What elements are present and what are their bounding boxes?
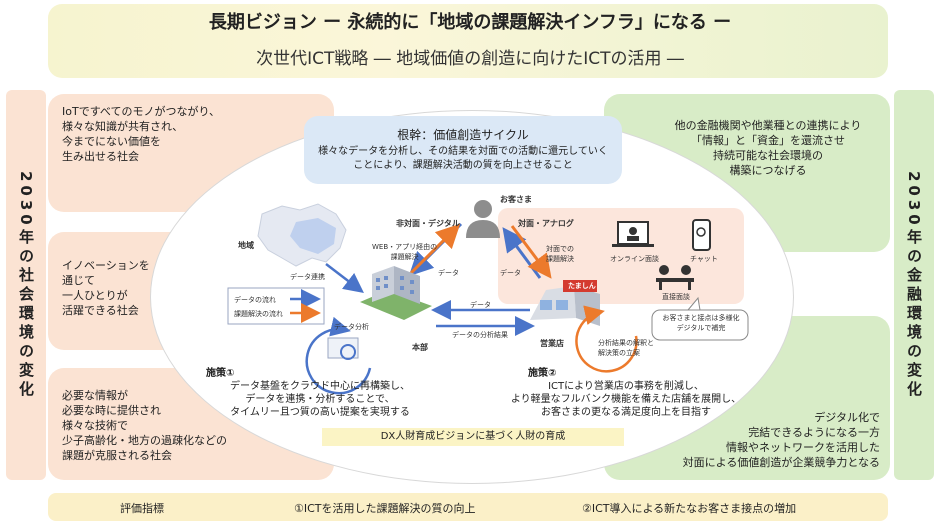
right-box-1-line: 持続可能な社会環境の: [713, 149, 823, 162]
right-box-2-line: 対面による価値創造が企業競争力となる: [682, 456, 880, 469]
direct-meeting-icon: [656, 265, 694, 290]
left-box-1-line: 様々な知識が共有され、: [62, 120, 184, 133]
arrow-region-to-hq: [325, 263, 364, 294]
nonface-digital-label: 非対面・デジタル: [396, 219, 460, 228]
left-vertical-panel: 2030年の社会環境の変化: [6, 90, 46, 480]
shop-sign: たましん: [568, 282, 596, 290]
right-box-2-line: 情報やネットワークを活用した: [726, 441, 880, 454]
legend-solution-flow-label: 課題解決の流れ: [234, 310, 283, 318]
hq-building-icon: [360, 266, 432, 320]
page-title: 長期ビジョン ー 永続的に「地域の課題解決インフラ」になる ー: [208, 12, 732, 33]
right-box-2-line: 完結できるようになる一方: [748, 426, 880, 439]
region-highlight-icon: [290, 218, 336, 254]
policy-1-line: データを連携・分析することで、: [245, 394, 395, 405]
root-value-cycle-box: 根幹：価値創造サイクル 様々なデータを分析し、その結果を対面での活動に還元してい…: [304, 116, 622, 184]
chat-label: チャット: [690, 255, 718, 263]
root-line: ことにより、課題解決活動の質を向上させること: [353, 160, 573, 171]
evaluation-footer: 評価指標 ①ICTを活用した課題解決の質の向上 ②ICT導入による新たなお客さま…: [48, 493, 888, 521]
online-meeting-label: オンライン面談: [610, 255, 659, 263]
policy-1-line: タイムリー且つ質の高い提案を実現する: [230, 407, 410, 418]
footer-item-2: ②ICT導入による新たなお客さま接点の増加: [582, 502, 797, 515]
analysis-interpret-line: 分析結果の解釈と: [598, 339, 654, 347]
policy-2-line: お客さまの更なる満足度向上を目指す: [541, 407, 711, 418]
header-banner: [48, 4, 888, 78]
analysis-interpret-line: 解決策の立案: [598, 349, 640, 357]
policy-2-line: ICTにより営業店の事務を削減し、: [548, 381, 704, 392]
face-solution-line: 対面での: [546, 245, 574, 253]
policy-2-line: より軽量なフルバンク機能を備えた店舗を展開し、: [510, 394, 742, 405]
face-solution-line: 課題解決: [546, 255, 574, 263]
page-subtitle: 次世代ICT戦略 ― 地域価値の創造に向けたICTの活用 ―: [256, 49, 684, 69]
data-label-analog: データ: [500, 269, 521, 277]
left-box-2-line: イノベーションを: [62, 259, 150, 272]
customer-label: お客さま: [500, 195, 532, 204]
policy-1-line: データ基盤をクラウド中心に再構築し、: [230, 381, 410, 392]
face-analog-label: 対面・アナログ: [518, 219, 574, 228]
left-box-1-line: IoTですべてのモノがつながり、: [62, 105, 221, 118]
data-hq-label: データ: [470, 301, 491, 309]
footer-item-1: ①ICTを活用した課題解決の質の向上: [294, 502, 476, 515]
legend-data-flow-label: データの流れ: [234, 296, 276, 304]
left-box-1-line: 今までにない価値を: [62, 135, 161, 148]
arrow-branch-to-customer-solution: [510, 225, 552, 279]
data-link-label: データ連携: [290, 273, 325, 281]
chat-phone-icon: [692, 219, 711, 251]
branch-cycle-arrow: [575, 305, 638, 373]
policy-2-label: 施策②: [528, 368, 557, 379]
right-box-1-line: 構築につなげる: [729, 164, 807, 177]
online-meeting-icon: [612, 221, 654, 247]
left-box-3-line: 様々な技術で: [62, 419, 128, 432]
root-title: 根幹：価値創造サイクル: [397, 128, 529, 142]
left-box-1-line: 生み出せる社会: [62, 150, 139, 163]
right-vertical-label: 2030年の金融環境の変化: [905, 170, 923, 400]
hq-label: 本部: [412, 343, 428, 352]
right-vertical-panel: 2030年の金融環境の変化: [894, 90, 934, 480]
region-label: 地域: [238, 241, 254, 250]
arrow-hq-to-customer: [404, 223, 461, 280]
data-label-digital: データ: [438, 269, 459, 277]
root-line: 様々なデータを分析し、その結果を対面での活動に還元していく: [318, 146, 608, 157]
web-app-line: WEB・アプリ経由の: [372, 243, 438, 251]
left-box-3-line: 課題が克服される社会: [62, 449, 172, 462]
left-box-2-line: 通じて: [62, 274, 95, 287]
data-analysis-cycle-arrow: [305, 316, 372, 395]
right-box-1-line: 「情報」と「資金」を還流させ: [691, 134, 845, 147]
left-box-2-line: 一人ひとりが: [62, 289, 128, 302]
data-analysis-label: データ分析: [334, 323, 369, 331]
left-box-2-line: 活躍できる社会: [62, 304, 139, 317]
left-vertical-label: 2030年の社会環境の変化: [17, 170, 35, 400]
bubble-line: お客さまと接点は多様化: [662, 314, 740, 322]
right-box-2-line: デジタル化で: [814, 411, 880, 424]
dx-talent-bar: DX人財育成ビジョンに基づく人財の育成: [322, 428, 624, 446]
left-box-3-line: 必要な時に提供され: [62, 404, 161, 417]
direct-meeting-label: 直接面談: [662, 293, 690, 301]
magnifier-icon: [340, 344, 356, 360]
web-app-line: 課題解決: [390, 253, 419, 261]
left-box-3-line: 必要な情報が: [62, 389, 128, 402]
branch-label: 営業店: [540, 339, 564, 348]
left-box-3-line: 少子高齢化・地方の過疎化などの: [62, 434, 227, 447]
customer-person-icon: [466, 200, 500, 238]
policy-1-label: 施策①: [206, 368, 235, 379]
right-box-1-line: 他の金融機関や他業種との連携により: [674, 119, 862, 132]
bubble-line: デジタルで補完: [676, 324, 726, 332]
footer-label: 評価指標: [120, 502, 164, 515]
data-analysis-result-label: データの分析結果: [452, 331, 508, 339]
